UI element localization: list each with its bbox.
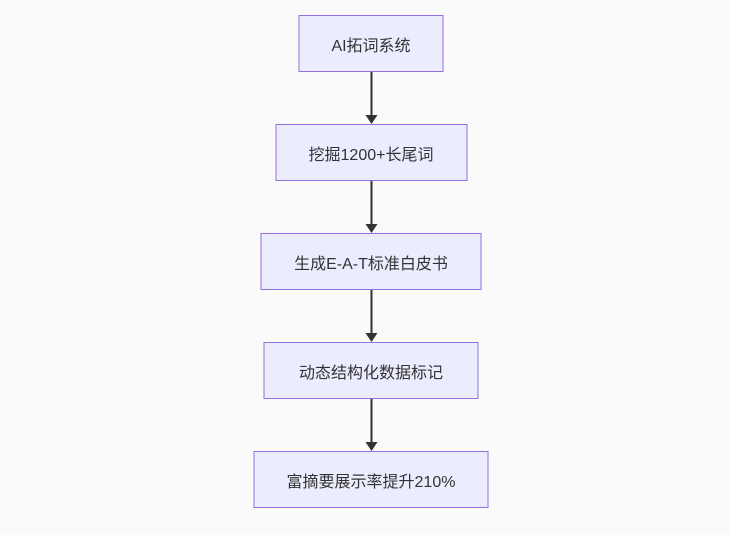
arrow-down-icon bbox=[365, 333, 377, 342]
flow-arrow-4-5 bbox=[365, 399, 377, 451]
flow-node-label: 动态结构化数据标记 bbox=[298, 364, 443, 382]
arrow-line bbox=[370, 290, 372, 333]
flow-node-longtail-mining: 挖掘1200+长尾词 bbox=[275, 124, 467, 181]
flow-node-structured-data-markup: 动态结构化数据标记 bbox=[263, 342, 479, 399]
flow-node-ai-keyword-system: AI拓词系统 bbox=[298, 15, 444, 72]
flow-node-eat-whitepaper: 生成E-A-T标准白皮书 bbox=[260, 233, 482, 290]
flow-arrow-1-2 bbox=[365, 72, 377, 124]
flow-node-label: AI拓词系统 bbox=[331, 37, 411, 55]
flow-node-label: 生成E-A-T标准白皮书 bbox=[294, 255, 448, 273]
arrow-down-icon bbox=[365, 224, 377, 233]
arrow-down-icon bbox=[365, 115, 377, 124]
arrow-down-icon bbox=[365, 442, 377, 451]
flow-node-label: 挖掘1200+长尾词 bbox=[308, 146, 434, 164]
flow-arrow-3-4 bbox=[365, 290, 377, 342]
flowchart: AI拓词系统 挖掘1200+长尾词 生成E-A-T标准白皮书 动态结构化数据标记… bbox=[253, 15, 489, 508]
arrow-line bbox=[370, 399, 372, 442]
flow-arrow-2-3 bbox=[365, 181, 377, 233]
arrow-line bbox=[370, 181, 372, 224]
flow-node-label: 富摘要展示率提升210% bbox=[286, 473, 456, 491]
arrow-line bbox=[370, 72, 372, 115]
flow-node-rich-snippet-result: 富摘要展示率提升210% bbox=[253, 451, 489, 508]
